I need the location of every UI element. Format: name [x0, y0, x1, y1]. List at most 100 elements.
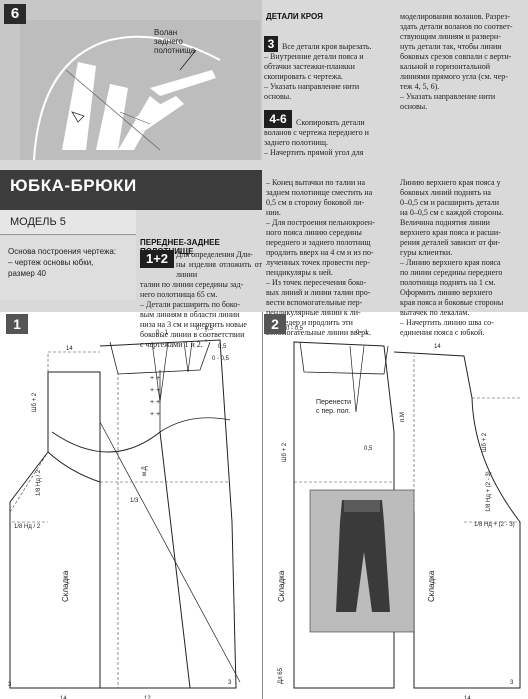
- label-seam-right: Складка: [427, 570, 436, 602]
- text-line: – Указать направление нити: [400, 92, 496, 101]
- label-half: 0,5: [364, 446, 373, 452]
- step-3-badge: 3: [264, 36, 278, 52]
- step-text-line: – Начертить прямой угол для: [264, 148, 364, 157]
- label-top-half: 0 - 0,5: [196, 326, 214, 332]
- text-line: гуры клиентки.: [400, 248, 453, 257]
- text-line: – Конец вытачки по талии на: [266, 178, 366, 187]
- section-header-cut-details: ДЕТАЛИ КРОЯ: [266, 12, 323, 21]
- text-line: – Из точек пересечения боко-: [266, 278, 367, 287]
- step-text-line: воланов с чертежа переднего и: [264, 128, 369, 137]
- col3-top-text: моделирования воланов. Разрез- здать дет…: [400, 12, 524, 112]
- label-fourteen-top: 14: [66, 346, 73, 352]
- label-hip: 1/8 Нд / 2: [36, 469, 42, 496]
- label-sh-b-right: Шб + 2: [482, 432, 488, 452]
- text-line: ствующим линиям и разверн-: [400, 32, 501, 41]
- label-three-b: 3: [228, 680, 232, 686]
- label-one-third: 1/3: [130, 498, 139, 504]
- text-line: нии.: [266, 208, 281, 217]
- text-line: рения деталей зависит от фи-: [400, 238, 501, 247]
- text-line: продлить вверх на 4 см и из по-: [266, 248, 374, 257]
- svg-text:+ +: + +: [150, 375, 160, 382]
- step-text-line: него полотнища 65 см.: [140, 290, 218, 299]
- label-half-a: 0,5: [218, 344, 227, 350]
- svg-text:+ +: + +: [150, 411, 160, 418]
- step-text-line: скопировать с чертежа.: [264, 72, 343, 81]
- text-line: края пояса и боковые стороны: [400, 298, 504, 307]
- step-text-line: основы.: [264, 92, 292, 101]
- text-line: вспомогательные линии вверх.: [266, 328, 372, 337]
- svg-text:+ +: + +: [150, 399, 160, 406]
- pattern-2-number: 2: [264, 314, 286, 334]
- label-vm: м.Д: [142, 466, 148, 476]
- flounce-label-line: заднего: [154, 37, 183, 46]
- text-line: нуть детали так, чтобы линии: [400, 42, 502, 51]
- step-text-line: низа на 3 см и начертить новые: [140, 320, 247, 329]
- text-line: единения пояса с юбкой.: [400, 328, 485, 337]
- text-line: 0–0,5 см и расширить детали: [400, 198, 499, 207]
- text-line: Величина поднятия линии: [400, 218, 490, 227]
- label-zero-one: 0 - 1: [156, 330, 169, 336]
- text-line: переднего и заднего полотнищ: [266, 238, 371, 247]
- pattern-1-drawing: 0 - 1 0 - 0,5 0,5 0 - 0,5 14 Шб + 2 1/8 …: [8, 322, 241, 699]
- label-vm: п.М: [400, 412, 406, 422]
- step-text-line: боковые линии в соответствии: [140, 330, 245, 339]
- model-label: МОДЕЛЬ 5: [10, 216, 66, 228]
- text-line: основы.: [400, 102, 428, 111]
- label-top-half: 0 - 0,5: [286, 326, 304, 332]
- label-bottom-14: 14: [464, 696, 471, 699]
- step-text-line: – Детали расширить по боко-: [140, 300, 241, 309]
- step-text-line: – Внутренние детали пояса и: [264, 52, 364, 61]
- label-bottom-14: 14: [60, 696, 67, 699]
- front-panel-outline: [99, 339, 237, 689]
- col3-bottom-text: Линию верхнего края пояса у боковых лини…: [400, 178, 524, 338]
- text-line: теж 4, 5, 6).: [400, 82, 440, 91]
- basis-line: размер 40: [8, 269, 46, 278]
- label-bottom-12: 12: [144, 696, 151, 699]
- text-line: кальной и горизонтальной: [400, 62, 491, 71]
- text-line: лученных точек провести пер-: [266, 258, 370, 267]
- step-text-line: обтачки застежки-планкки: [264, 62, 355, 71]
- basis-line: – чертеж основы юбки,: [8, 258, 94, 267]
- label-hip2: 1/8 Нд / 2: [14, 524, 41, 530]
- label-three-a: 3: [8, 682, 12, 688]
- label-zero-one: 0 - 1: [356, 330, 369, 336]
- text-line: вести вспомогательные пер-: [266, 298, 363, 307]
- step-1-2-text: Для определения Дли- ны изделия отложить…: [140, 250, 262, 350]
- text-line: – Для построения пельнокроен-: [266, 218, 375, 227]
- step-text-line: – Указать направление нити: [264, 82, 360, 91]
- svg-text:+ +: + +: [150, 387, 160, 394]
- text-line: здать детали воланов по соответ-: [400, 22, 513, 31]
- step-4-6-text: Скопировать детали воланов с чертежа пер…: [264, 118, 396, 158]
- text-line: заднем полотнище сместить на: [266, 188, 373, 197]
- text-line: Оформить линию верхнего: [400, 288, 493, 297]
- label-seam: Складка: [61, 570, 70, 602]
- step-text-line: Все детали кроя вырезать.: [282, 42, 372, 51]
- text-line: пендикуляры к ней.: [266, 268, 333, 277]
- flounce-illustration: [0, 0, 262, 161]
- text-line: на 0–0,5 см с каждой стороны.: [400, 208, 504, 217]
- label-sh-b-left: Шб + 2: [282, 442, 288, 462]
- model-box: [0, 210, 136, 235]
- step-text-line: Скопировать детали: [296, 118, 365, 127]
- label-sh-b: Шб + 2: [32, 392, 38, 412]
- col2-bottom-text: – Конец вытачки по талии на заднем полот…: [266, 178, 396, 338]
- text-line: вых линий и линии талии про-: [266, 288, 371, 297]
- text-line: Линию верхнего края пояса у: [400, 178, 501, 187]
- label-hip-right: 1/8 Нд + (2 - 3): [486, 471, 492, 512]
- flounce-label-line: Волан: [154, 28, 178, 37]
- label-fourteen: 14: [434, 344, 441, 350]
- label-transfer-1: Перенести: [316, 399, 351, 406]
- flounce-label: Волан заднего полотнища: [154, 28, 195, 55]
- text-line: нии бедер и продлить эти: [266, 318, 353, 327]
- step-text-line: вым линиям в области линии: [140, 310, 240, 319]
- step-text-line: талии по линии середины зад-: [140, 280, 244, 289]
- dart-markers: + + + + + + + +: [150, 375, 160, 418]
- text-line: верхнего края пояса и расши-: [400, 228, 501, 237]
- pattern-divider: [262, 312, 263, 699]
- label-hip-right2: 1/8 Нд + (2 - 3): [474, 522, 515, 528]
- text-line: вытачек по лекалам.: [400, 308, 470, 317]
- step-3-text: Все детали кроя вырезать. – Внутренние д…: [264, 42, 396, 102]
- basis-box: [0, 236, 136, 300]
- text-line: пендикулярные линии к ли-: [266, 308, 361, 317]
- back-panel-outline: [9, 371, 101, 689]
